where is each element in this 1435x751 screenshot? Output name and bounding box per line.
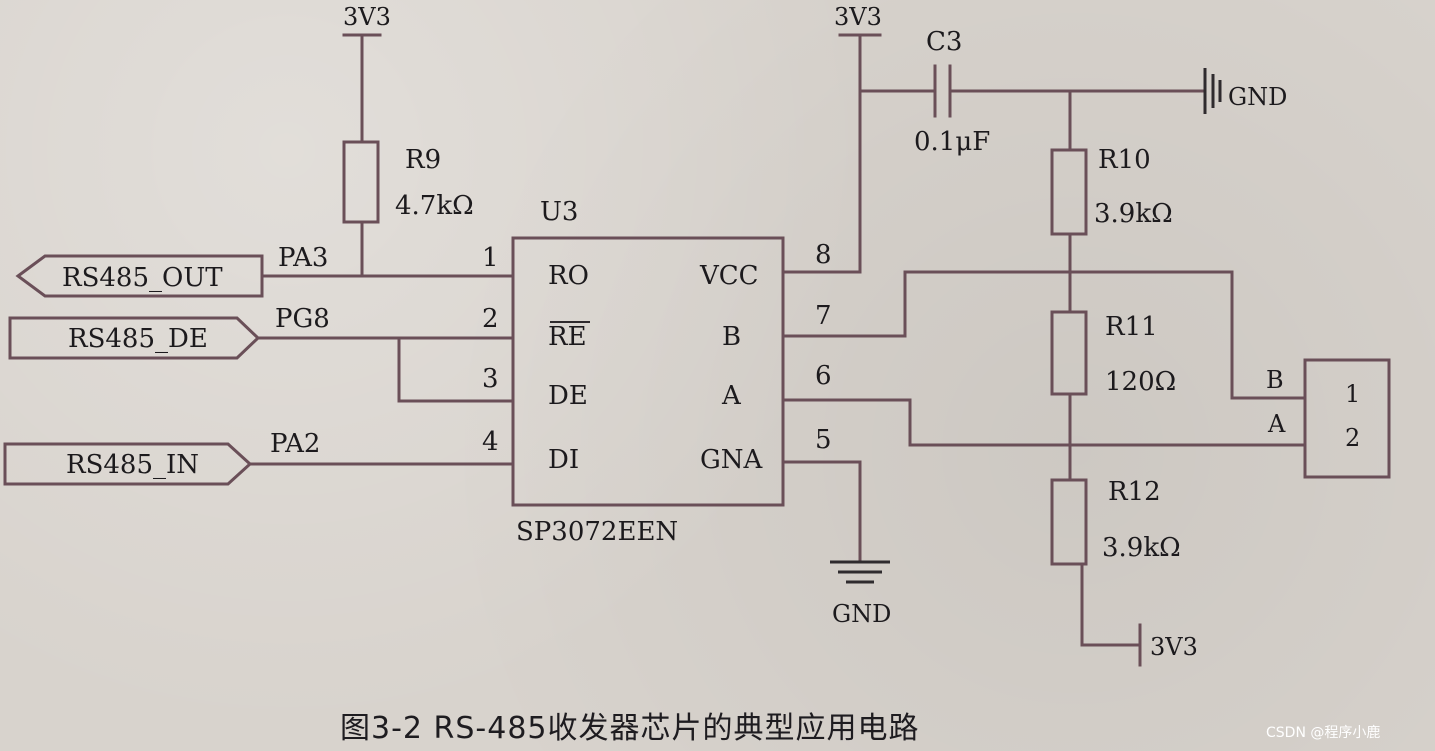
watermark: CSDN @程序小鹿 (1266, 724, 1380, 741)
figure-caption: 图3-2 RS-485收发器芯片的典型应用电路 (340, 711, 920, 746)
r12-value: 3.9kΩ (1102, 533, 1181, 563)
pin-name-b: B (722, 322, 741, 352)
port-rs485-in-label: RS485_IN (66, 450, 199, 480)
wire-line-a (781, 398, 1307, 447)
wire-gna (781, 460, 862, 562)
pin-name-de: DE (548, 381, 588, 411)
c3-value: 0.1μF (914, 127, 990, 157)
net-pg8: PG8 (275, 304, 330, 334)
pin-num-4: 4 (482, 427, 499, 457)
wire-re-de-link (397, 336, 515, 403)
r10-ref: R10 (1098, 145, 1151, 175)
connector-pin-2: 2 (1345, 424, 1360, 452)
pin-num-3: 3 (482, 364, 499, 394)
pin-num-8: 8 (815, 240, 832, 270)
r10-value: 3.9kΩ (1094, 199, 1173, 229)
power-3v3-r9: 3V3 (343, 3, 391, 31)
pin-name-a: A (721, 381, 742, 411)
port-rs485-de (8, 316, 261, 360)
c3-ref: C3 (926, 27, 962, 57)
r12-ref: R12 (1108, 477, 1161, 507)
chip-part: SP3072EEN (516, 517, 678, 547)
pin-num-2: 2 (482, 304, 499, 334)
port-rs485-in (3, 442, 253, 486)
r11-ref: R11 (1105, 312, 1158, 342)
net-pa3: PA3 (278, 243, 328, 273)
r9-ref: R9 (405, 145, 441, 175)
pin-name-re: RE (548, 322, 587, 352)
wire-r12-bottom (1068, 562, 1142, 647)
pin-num-5: 5 (815, 425, 832, 455)
gnd-c3-label: GND (1228, 83, 1287, 111)
power-3v3-vcc: 3V3 (834, 3, 882, 31)
wire-vcc (781, 33, 862, 274)
chip-body (511, 236, 785, 507)
pin-name-ro: RO (548, 261, 589, 291)
resistor-r10 (1050, 148, 1088, 236)
chip-ref: U3 (540, 197, 578, 227)
power-3v3-r12: 3V3 (1150, 633, 1198, 661)
pin-num-6: 6 (815, 361, 832, 391)
line-a-label: A (1267, 410, 1286, 438)
pin-num-7: 7 (815, 301, 832, 331)
pin-name-gna: GNA (700, 445, 764, 475)
resistor-r11 (1050, 310, 1088, 396)
port-rs485-de-label: RS485_DE (68, 324, 208, 354)
wire-line-b (781, 270, 1307, 400)
r11-value: 120Ω (1105, 367, 1176, 397)
r9-value: 4.7kΩ (395, 191, 474, 221)
line-b-label: B (1266, 366, 1284, 394)
gnd-chip-label: GND (832, 600, 891, 628)
connector-pin-1: 1 (1345, 380, 1360, 408)
pin-num-1: 1 (482, 243, 499, 273)
port-rs485-out-label: RS485_OUT (62, 263, 223, 293)
pin-name-di: DI (548, 445, 579, 475)
pin-name-vcc: VCC (699, 261, 759, 291)
connector-j (1303, 358, 1391, 479)
resistor-r12 (1050, 478, 1088, 566)
net-pa2: PA2 (270, 429, 320, 459)
resistor-r9 (342, 140, 380, 224)
